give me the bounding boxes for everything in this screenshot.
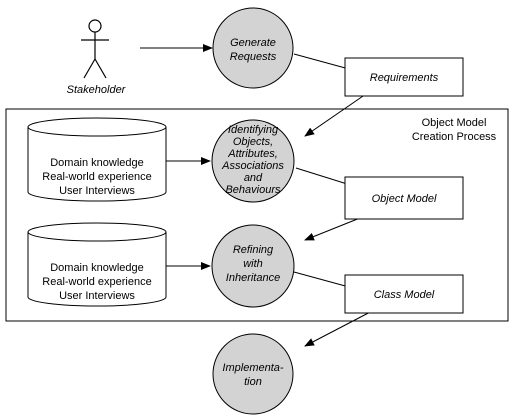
identify-line6: Behaviours [225,184,281,196]
arrow-requirements-to-identify [304,93,367,137]
store1-line2: Real-world experience [42,171,151,183]
identify-line4: Associations [221,160,284,172]
data-store-1: Domain knowledge Real-world experience U… [27,117,167,202]
process-identifying-objects: Identifying Objects, Attributes, Associa… [211,119,295,203]
generate-line2: Requests [230,51,277,63]
artifact-object-model: Object Model [344,176,464,220]
process-label-line1: Object Model [422,117,487,129]
requirements-label: Requirements [370,72,439,84]
refine-line3: Inheritance [226,272,280,284]
identify-line5: and [244,172,263,184]
data-store-2: Domain knowledge Real-world experience U… [27,222,167,307]
artifact-requirements: Requirements [344,57,464,97]
object-model-label: Object Model [372,193,437,205]
refine-line2: with [243,258,263,270]
stakeholder-label: Stakeholder [67,84,127,96]
process-generate-requests: Generate Requests [212,7,294,89]
generate-line1: Generate [230,37,276,49]
identify-line2: Objects, [233,136,273,148]
implementation-line2: tion [244,376,262,388]
store1-line1: Domain knowledge [50,157,144,169]
artifact-class-model: Class Model [344,274,464,314]
implementation-line1: Implementa- [222,362,283,374]
store2-line3: User Interviews [59,290,135,302]
identify-line3: Attributes, [227,148,278,160]
identify-line1: Identifying [228,124,279,136]
stakeholder-actor-icon [81,19,109,79]
process-label-line2: Creation Process [412,131,497,143]
store1-line3: User Interviews [59,185,135,197]
store2-line1: Domain knowledge [50,262,144,274]
process-refining-inheritance: Refining with Inheritance [211,224,295,308]
class-model-label: Class Model [374,289,435,301]
process-implementation: Implementa- tion [212,333,294,415]
refine-line1: Refining [233,244,274,256]
process-boundary [5,108,509,322]
arrow-classmodel-to-implementation [304,308,377,347]
store2-line2: Real-world experience [42,276,151,288]
